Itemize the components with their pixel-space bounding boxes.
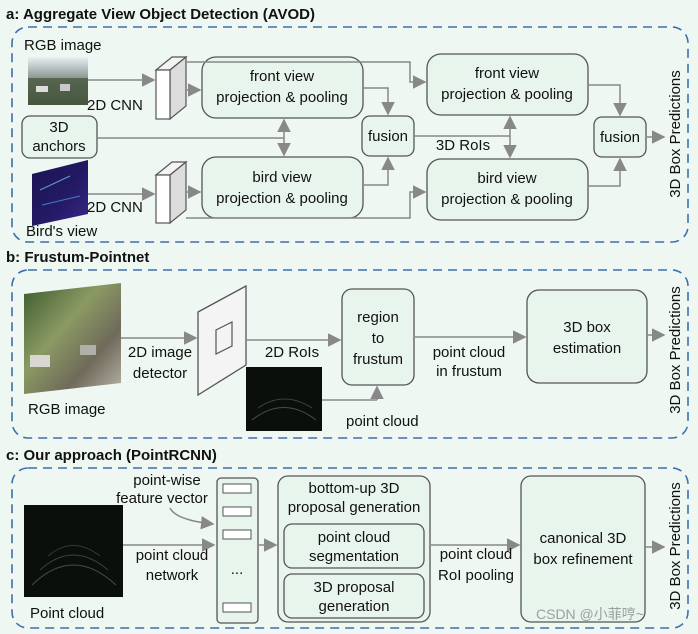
bird-pool2-label-2: projection & pooling bbox=[441, 191, 573, 208]
anchors-label-1: 3D bbox=[49, 119, 68, 136]
bird-pool-label-1: bird view bbox=[252, 169, 311, 186]
detector-label-2: detector bbox=[133, 365, 187, 382]
panel-b-pointcloud-label: point cloud bbox=[346, 413, 419, 430]
detector-label-1: 2D image bbox=[128, 344, 192, 361]
bird-pool-label-2: projection & pooling bbox=[216, 190, 348, 207]
estimation-label-2: estimation bbox=[553, 340, 621, 357]
estimation-label-1: 3D box bbox=[563, 319, 611, 336]
refinement-label-2: box refinement bbox=[533, 551, 633, 568]
feature-vector-cells bbox=[222, 483, 252, 613]
panel-a-frame bbox=[11, 26, 689, 243]
fusion-2-label: fusion bbox=[600, 129, 640, 146]
arrow-bird-pool-to-fusion bbox=[363, 156, 395, 186]
network-label-2: network bbox=[146, 567, 199, 584]
region-label-2: to bbox=[372, 330, 385, 347]
proposal-label-1: 3D proposal bbox=[314, 579, 395, 596]
roi-pool-label-2: RoI pooling bbox=[438, 567, 514, 584]
front-pool-label-2: projection & pooling bbox=[216, 89, 348, 106]
panel-b-predictions-label: 3D Box Predictions bbox=[667, 286, 684, 414]
rois-label: 3D RoIs bbox=[436, 137, 490, 154]
bird-pool-box bbox=[201, 156, 364, 219]
panel-a-rgb-thumbnail bbox=[28, 57, 88, 105]
pc-frustum-label-2: in frustum bbox=[436, 363, 502, 380]
refinement-box bbox=[520, 475, 646, 623]
panel-b-title: b: Frustum-Pointnet bbox=[6, 249, 149, 266]
panel-a-cnn-bottom-block bbox=[154, 160, 188, 225]
front-pool-label-1: front view bbox=[250, 68, 314, 85]
panel-a-bird-thumbnail bbox=[32, 160, 88, 226]
panel-c-predictions-label: 3D Box Predictions bbox=[667, 482, 684, 610]
panel-a-birds-view-label: Bird's view bbox=[26, 223, 97, 240]
pc-frustum-label-1: point cloud bbox=[433, 344, 506, 361]
arrow-front-pool2-to-fusion bbox=[588, 84, 627, 117]
front-pool2-label-2: projection & pooling bbox=[441, 86, 573, 103]
panel-c-frame bbox=[11, 467, 689, 629]
panel-a-cnn-bottom-label: 2D CNN bbox=[87, 199, 143, 216]
feature-vector-dots: ... bbox=[231, 561, 244, 578]
feature-vector-stack bbox=[216, 477, 259, 624]
segmentation-label-1: point cloud bbox=[318, 529, 391, 546]
detector-plane bbox=[197, 284, 247, 397]
anchors-label-2: anchors bbox=[32, 138, 85, 155]
pointwise-label-2: feature vector bbox=[116, 490, 208, 507]
network-label-1: point cloud bbox=[136, 547, 209, 564]
front-pool2-box bbox=[426, 53, 589, 116]
proposal-label-2: generation bbox=[319, 598, 390, 615]
arrow-pointwise-to-vector bbox=[169, 507, 215, 530]
pointwise-label-1: point-wise bbox=[133, 472, 201, 489]
arrow-bird-pool2-to-fusion bbox=[588, 157, 627, 187]
panel-b-frame bbox=[11, 269, 689, 439]
panel-a-cnn-top-label: 2D CNN bbox=[87, 97, 143, 114]
refinement-label-1: canonical 3D bbox=[540, 530, 627, 547]
panel-b-rgb-label: RGB image bbox=[28, 401, 106, 418]
bird-pool2-box bbox=[426, 158, 589, 221]
front-pool2-label-1: front view bbox=[475, 65, 539, 82]
panel-c-pointcloud-label: Point cloud bbox=[30, 605, 104, 622]
panel-a-rgb-label: RGB image bbox=[24, 37, 102, 54]
panel-c-pointcloud-thumbnail bbox=[24, 505, 123, 597]
fusion-1-label: fusion bbox=[368, 128, 408, 145]
bottom-up-label-2: proposal generation bbox=[288, 499, 421, 516]
segmentation-box bbox=[283, 523, 425, 569]
segmentation-label-2: segmentation bbox=[309, 548, 399, 565]
region-label-1: region bbox=[357, 309, 399, 326]
panel-a-predictions-label: 3D Box Predictions bbox=[667, 70, 684, 198]
front-pool-box bbox=[201, 56, 364, 119]
region-label-3: frustum bbox=[353, 351, 403, 368]
arrow-cnn-to-bird-pool2 bbox=[186, 185, 427, 219]
bird-pool2-label-1: bird view bbox=[477, 170, 536, 187]
anchors-box bbox=[21, 115, 98, 159]
proposal-generation-box bbox=[283, 573, 425, 619]
panel-b-rois-label: 2D RoIs bbox=[265, 344, 319, 361]
panel-b-rgb-thumbnail bbox=[24, 283, 121, 394]
roi-pool-label-1: point cloud bbox=[440, 546, 513, 563]
panel-a-cnn-top-block bbox=[154, 55, 188, 121]
watermark: CSDN @小菲哼~ bbox=[536, 606, 644, 622]
arrow-front-pool-to-fusion bbox=[363, 87, 395, 116]
arrow-cnn-to-front-pool2 bbox=[186, 61, 427, 89]
estimation-box bbox=[526, 289, 648, 384]
bottom-up-label-1: bottom-up 3D bbox=[309, 480, 400, 497]
panel-b-pointcloud-thumbnail bbox=[246, 367, 322, 431]
panel-c-title: c: Our approach (PointRCNN) bbox=[6, 447, 217, 464]
panel-a-title: a: Aggregate View Object Detection (AVOD… bbox=[6, 6, 315, 23]
